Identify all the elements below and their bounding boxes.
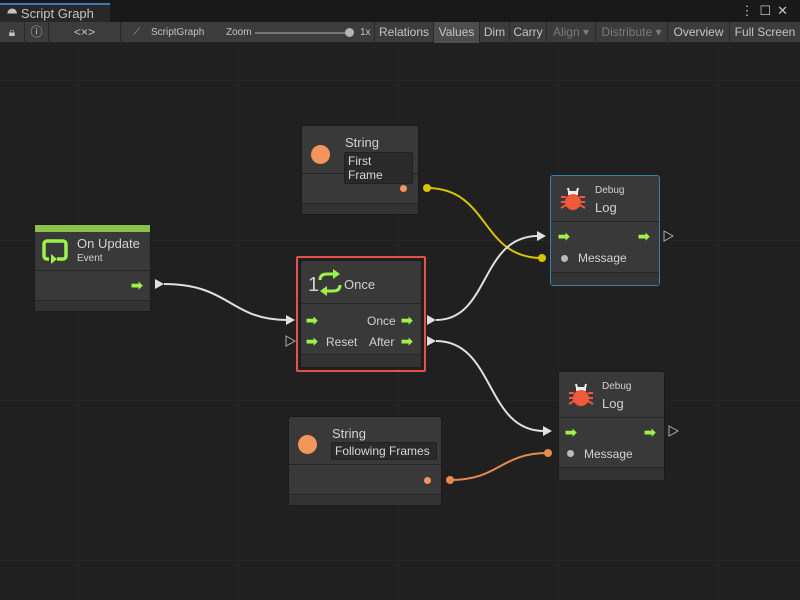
zoom-value: 1x (360, 27, 371, 38)
node-debug-log-2[interactable]: Debug Log ➡ ➡ Message (558, 371, 665, 481)
graph-icon: ⟋ (133, 27, 140, 38)
string-value-input[interactable]: Following Frames (331, 442, 437, 460)
node-category: Debug (595, 185, 625, 196)
port-string1-out[interactable] (423, 184, 431, 192)
flow-in-arrow-icon: ➡ (565, 424, 577, 440)
output-dot-icon (424, 477, 431, 484)
input-dot-icon (561, 255, 568, 262)
maximize-icon[interactable]: ☐ (759, 3, 778, 18)
port-string2-out[interactable] (446, 476, 454, 484)
node-string-following-frames[interactable]: String Following Frames (288, 416, 442, 506)
align-dropdown[interactable]: Align ▾ (547, 22, 596, 43)
node-title: Once (344, 277, 376, 292)
hierarchy-icon: ⯊ (7, 6, 21, 21)
port-once-reset[interactable] (285, 335, 297, 347)
bug-icon (560, 187, 586, 210)
node-debug-log-1[interactable]: Debug Log ➡ ➡ Message (550, 175, 660, 286)
kebab-icon[interactable]: ⋮ (740, 3, 760, 18)
once-output-label: Once (367, 314, 396, 328)
port-debug1-in[interactable] (537, 231, 546, 241)
zoom-label: Zoom (226, 27, 252, 38)
overview-button[interactable]: Overview (668, 22, 730, 43)
input-dot-icon (567, 450, 574, 457)
bug-icon (568, 383, 594, 406)
port-debug2-in[interactable] (543, 426, 552, 436)
flow-in-arrow-icon: ➡ (306, 333, 318, 349)
output-dot-icon (400, 185, 407, 192)
full-screen-button[interactable]: Full Screen (734, 25, 796, 39)
graph-name[interactable]: ScriptGraph (151, 27, 205, 38)
node-title: String (332, 426, 366, 441)
close-icon[interactable]: ✕ (777, 3, 794, 18)
port-once-after[interactable] (427, 336, 436, 346)
flow-in-arrow-icon: ➡ (558, 228, 570, 244)
port-debug2-out[interactable] (668, 425, 680, 437)
port-debug1-message[interactable] (538, 254, 546, 262)
node-on-update[interactable]: On Update Event ➡ (34, 224, 151, 312)
once-cycle-icon (318, 269, 342, 296)
node-title: String (345, 135, 379, 150)
edge-string1-to-debug1[interactable] (426, 187, 543, 259)
values-button[interactable]: Values (434, 22, 480, 43)
lock-icon[interactable]: 🔒︎ (0, 22, 25, 43)
carry-button[interactable]: Carry (510, 22, 547, 43)
edge-once-to-debug1[interactable] (435, 235, 539, 321)
tab-script-graph[interactable]: ⯊ Script Graph (0, 3, 110, 22)
reset-input-label: Reset (326, 335, 358, 349)
flow-out-arrow-icon: ➡ (401, 312, 413, 328)
edge-string2-to-debug2[interactable] (449, 452, 549, 481)
node-once[interactable]: 1 Once ➡ Once ➡ ➡ Reset After ➡ (300, 260, 422, 368)
zoom-slider-handle[interactable] (345, 28, 354, 37)
port-debug1-out[interactable] (663, 230, 675, 242)
node-title: Log (595, 200, 617, 215)
distribute-dropdown[interactable]: Distribute ▾ (596, 22, 668, 43)
toolbar: 🔒︎ ⓘ <×> ⟋ ScriptGraph Zoom 1x Relations… (0, 22, 800, 43)
tab-bar: ⯊ Script Graph ⋮☐✕ (0, 0, 800, 22)
node-subtitle: Event (77, 253, 103, 264)
edge-after-to-debug2[interactable] (435, 340, 545, 432)
port-debug2-message[interactable] (544, 449, 552, 457)
flow-out-arrow-icon: ➡ (401, 333, 413, 349)
port-update-out[interactable] (155, 279, 164, 289)
flow-out-arrow-icon: ➡ (131, 277, 143, 293)
string-type-icon (298, 435, 317, 454)
selection-outline (296, 256, 426, 372)
node-string-first-frame[interactable]: String First Frame (301, 125, 419, 215)
string-type-icon (311, 145, 330, 164)
flow-out-arrow-icon: ➡ (644, 424, 656, 440)
relations-button[interactable]: Relations (374, 22, 434, 43)
node-category: Debug (602, 381, 632, 392)
update-loop-icon (42, 239, 68, 264)
node-title: Log (602, 396, 624, 411)
info-icon[interactable]: ⓘ (25, 22, 49, 43)
flow-out-arrow-icon: ➡ (638, 228, 650, 244)
variables-button[interactable]: <×> (49, 22, 121, 43)
graph-breadcrumb: ⟋ ScriptGraph Zoom 1x (121, 22, 371, 43)
once-icon-number: 1 (308, 274, 320, 296)
port-once-out[interactable] (427, 315, 436, 325)
after-output-label: After (369, 335, 395, 349)
message-input-label: Message (584, 447, 633, 461)
message-input-label: Message (578, 251, 627, 265)
port-once-in[interactable] (286, 315, 295, 325)
node-title: On Update (77, 236, 140, 251)
dim-button[interactable]: Dim (480, 22, 510, 43)
string-value-input[interactable]: First Frame (344, 152, 413, 184)
flow-in-arrow-icon: ➡ (306, 312, 318, 328)
zoom-slider[interactable] (255, 32, 351, 34)
edge-update-to-once[interactable] (163, 283, 288, 321)
